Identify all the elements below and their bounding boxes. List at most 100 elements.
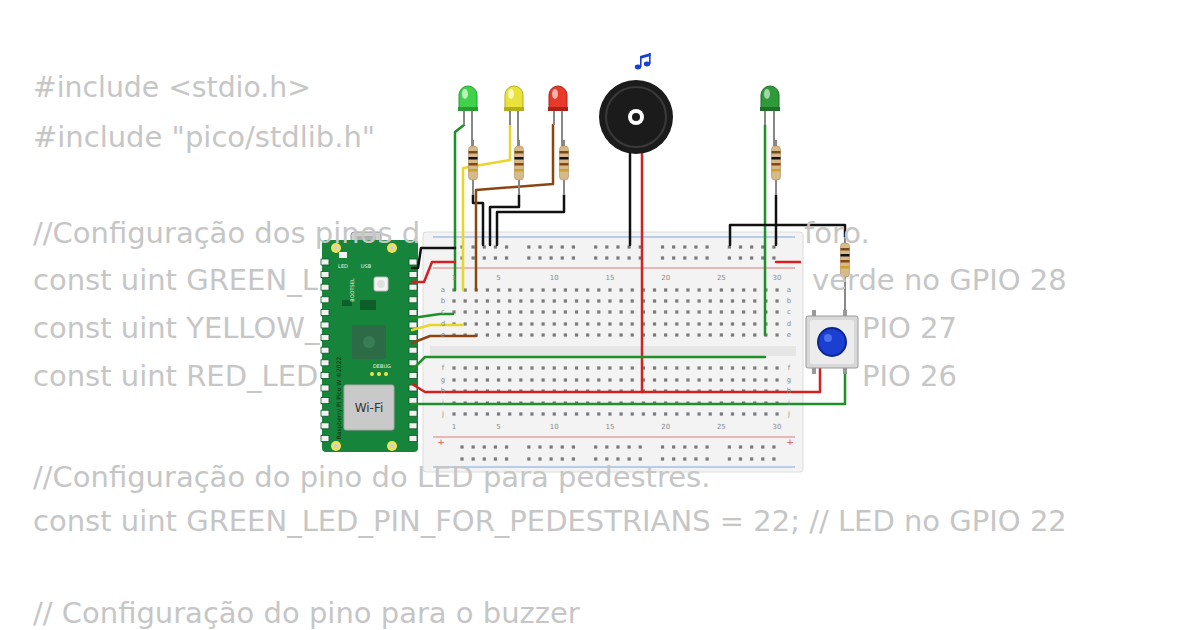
breadboard-holes bbox=[564, 322, 567, 325]
breadboard-holes bbox=[620, 412, 623, 415]
breadboard-holes bbox=[631, 366, 634, 369]
breadboard-holes bbox=[594, 256, 597, 259]
rail-sign: + bbox=[786, 438, 794, 447]
breadboard-holes bbox=[505, 245, 508, 248]
breadboard-holes bbox=[672, 245, 675, 248]
resistor-symbol bbox=[560, 140, 569, 195]
breadboard-holes bbox=[553, 322, 556, 325]
breadboard-holes bbox=[542, 310, 545, 313]
breadboard-holes bbox=[775, 412, 778, 415]
breadboard-holes bbox=[653, 366, 656, 369]
breadboard-holes bbox=[653, 378, 656, 381]
pico-board bbox=[339, 252, 347, 258]
column-number: 15 bbox=[605, 424, 614, 431]
resistor-symbol bbox=[560, 151, 569, 154]
breadboard-holes bbox=[608, 288, 611, 291]
breadboard-holes bbox=[742, 299, 745, 302]
resistor-symbol bbox=[515, 151, 524, 154]
breadboard-holes bbox=[616, 445, 619, 448]
pico-board bbox=[370, 372, 374, 376]
resistor-symbol bbox=[515, 169, 524, 172]
breadboard-holes bbox=[661, 256, 664, 259]
breadboard-holes bbox=[575, 322, 578, 325]
breadboard-holes bbox=[628, 445, 631, 448]
breadboard-holes bbox=[605, 245, 608, 248]
breadboard-holes bbox=[664, 378, 667, 381]
breadboard-holes bbox=[575, 366, 578, 369]
breadboard-holes bbox=[530, 366, 533, 369]
breadboard-holes bbox=[486, 288, 489, 291]
breadboard-holes bbox=[705, 457, 708, 460]
breadboard-holes bbox=[483, 256, 486, 259]
breadboard-holes bbox=[608, 378, 611, 381]
breadboard-holes bbox=[486, 378, 489, 381]
breadboard-holes bbox=[530, 333, 533, 336]
breadboard-holes bbox=[464, 412, 467, 415]
breadboard-holes bbox=[764, 366, 767, 369]
breadboard-holes bbox=[597, 310, 600, 313]
breadboard-holes bbox=[494, 457, 497, 460]
push-button bbox=[810, 320, 854, 364]
breadboard-holes bbox=[542, 288, 545, 291]
breadboard-holes bbox=[642, 412, 645, 415]
breadboard-holes bbox=[753, 333, 756, 336]
breadboard-holes bbox=[742, 288, 745, 291]
breadboard-holes bbox=[564, 333, 567, 336]
breadboard bbox=[433, 237, 795, 238]
breadboard-holes bbox=[675, 366, 678, 369]
pin-pads bbox=[409, 435, 417, 441]
wire bbox=[412, 248, 455, 268]
breadboard-holes bbox=[728, 256, 731, 259]
breadboard-holes bbox=[452, 299, 455, 302]
wire bbox=[490, 195, 519, 245]
resistor-symbol bbox=[560, 157, 569, 160]
breadboard-holes bbox=[486, 333, 489, 336]
pico-board bbox=[374, 277, 388, 291]
led bbox=[504, 86, 524, 145]
breadboard-holes bbox=[472, 445, 475, 448]
led bbox=[548, 86, 568, 145]
code-line: #include <stdio.h> bbox=[33, 74, 311, 102]
breadboard-holes bbox=[586, 299, 589, 302]
breadboard-holes bbox=[631, 288, 634, 291]
breadboard-holes bbox=[705, 256, 708, 259]
breadboard-holes bbox=[494, 256, 497, 259]
column-number: 30 bbox=[773, 424, 782, 431]
pin-pads bbox=[409, 297, 417, 303]
column-number: 1 bbox=[452, 424, 456, 431]
wire bbox=[412, 325, 463, 330]
breadboard-holes bbox=[608, 310, 611, 313]
breadboard-holes bbox=[631, 333, 634, 336]
row-letter: d bbox=[441, 321, 445, 328]
pico-board bbox=[377, 372, 381, 376]
pin-pads bbox=[321, 423, 329, 429]
wire bbox=[412, 125, 845, 404]
resistor-symbol bbox=[841, 260, 850, 263]
breadboard-holes bbox=[553, 333, 556, 336]
code-line: //Configuração dos pinos d bbox=[33, 219, 420, 248]
breadboard-holes bbox=[742, 333, 745, 336]
breadboard-holes bbox=[775, 366, 778, 369]
pin-pads bbox=[321, 385, 329, 391]
breadboard-holes bbox=[686, 288, 689, 291]
led bbox=[458, 86, 478, 145]
breadboard-holes bbox=[620, 310, 623, 313]
breadboard-holes bbox=[761, 457, 764, 460]
breadboard-holes bbox=[697, 366, 700, 369]
breadboard-holes bbox=[631, 412, 634, 415]
pico-board bbox=[334, 444, 339, 449]
column-number: 25 bbox=[717, 424, 726, 431]
pin-pads bbox=[321, 272, 329, 278]
pin-pads bbox=[409, 347, 417, 353]
breadboard-holes bbox=[772, 457, 775, 460]
breadboard-holes bbox=[731, 333, 734, 336]
led bbox=[760, 86, 780, 145]
wire bbox=[412, 368, 820, 392]
wire bbox=[412, 314, 453, 318]
row-letter: b bbox=[787, 298, 791, 305]
breadboard-holes bbox=[709, 299, 712, 302]
breadboard-holes bbox=[728, 457, 731, 460]
breadboard-holes bbox=[530, 310, 533, 313]
breadboard bbox=[433, 437, 795, 438]
breadboard-holes bbox=[739, 256, 742, 259]
